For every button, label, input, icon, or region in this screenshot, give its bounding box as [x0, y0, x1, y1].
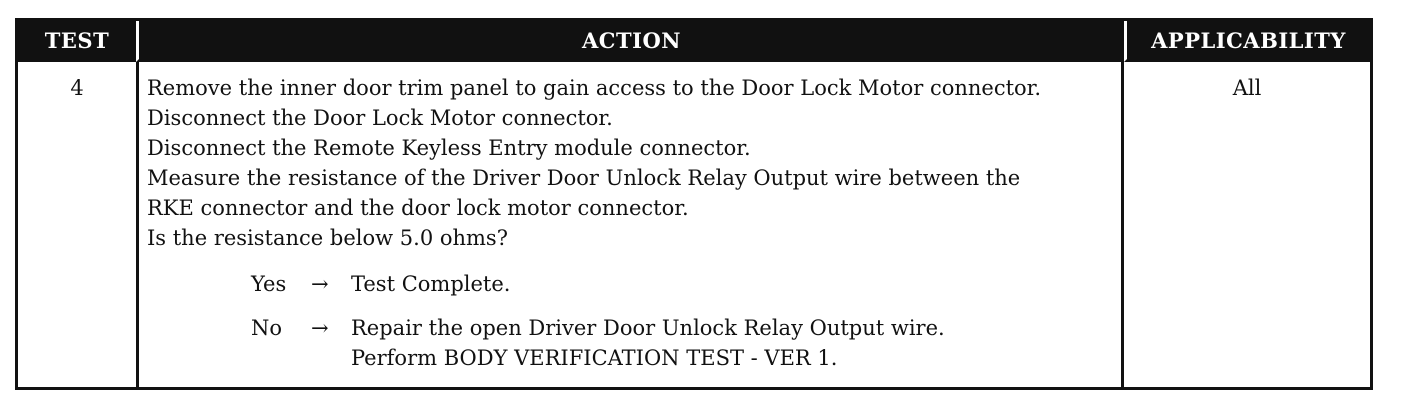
header-test: TEST	[18, 21, 136, 62]
header-applicability: APPLICABILITY	[1124, 21, 1370, 62]
test-number: 4	[70, 76, 84, 100]
action-line: Is the resistance below 5.0 ohms?	[147, 226, 508, 250]
result-outcome: Repair the open Driver Door Unlock Relay…	[351, 313, 1121, 373]
result-outcome: Test Complete.	[351, 272, 511, 296]
right-arrow-icon: →	[311, 316, 329, 340]
action-line: Remove the inner door trim panel to gain…	[147, 76, 1042, 100]
action-cell: Remove the inner door trim panel to gain…	[136, 62, 1124, 387]
result-answer: No	[251, 316, 283, 340]
result-answer: Yes	[251, 272, 287, 296]
header-action: ACTION	[136, 21, 1124, 62]
action-line: Disconnect the Remote Keyless Entry modu…	[147, 136, 751, 160]
action-line: RKE connector and the door lock motor co…	[147, 196, 689, 220]
applicability-value: All	[1232, 76, 1262, 100]
result-yes: Yes → Test Complete.	[251, 269, 1121, 299]
result-outcome-line: Repair the open Driver Door Unlock Relay…	[351, 316, 945, 340]
test-number-cell: 4	[18, 62, 136, 387]
right-arrow-icon: →	[311, 272, 329, 296]
result-outcome-line: Perform BODY VERIFICATION TEST - VER 1.	[351, 346, 838, 370]
action-line: Disconnect the Door Lock Motor connector…	[147, 106, 613, 130]
result-no: No → Repair the open Driver Door Unlock …	[251, 313, 1121, 373]
diagnostic-table: TEST ACTION APPLICABILITY 4 Remove the i…	[15, 18, 1373, 390]
applicability-cell: All	[1124, 62, 1370, 387]
action-line: Measure the resistance of the Driver Doo…	[147, 166, 1021, 190]
